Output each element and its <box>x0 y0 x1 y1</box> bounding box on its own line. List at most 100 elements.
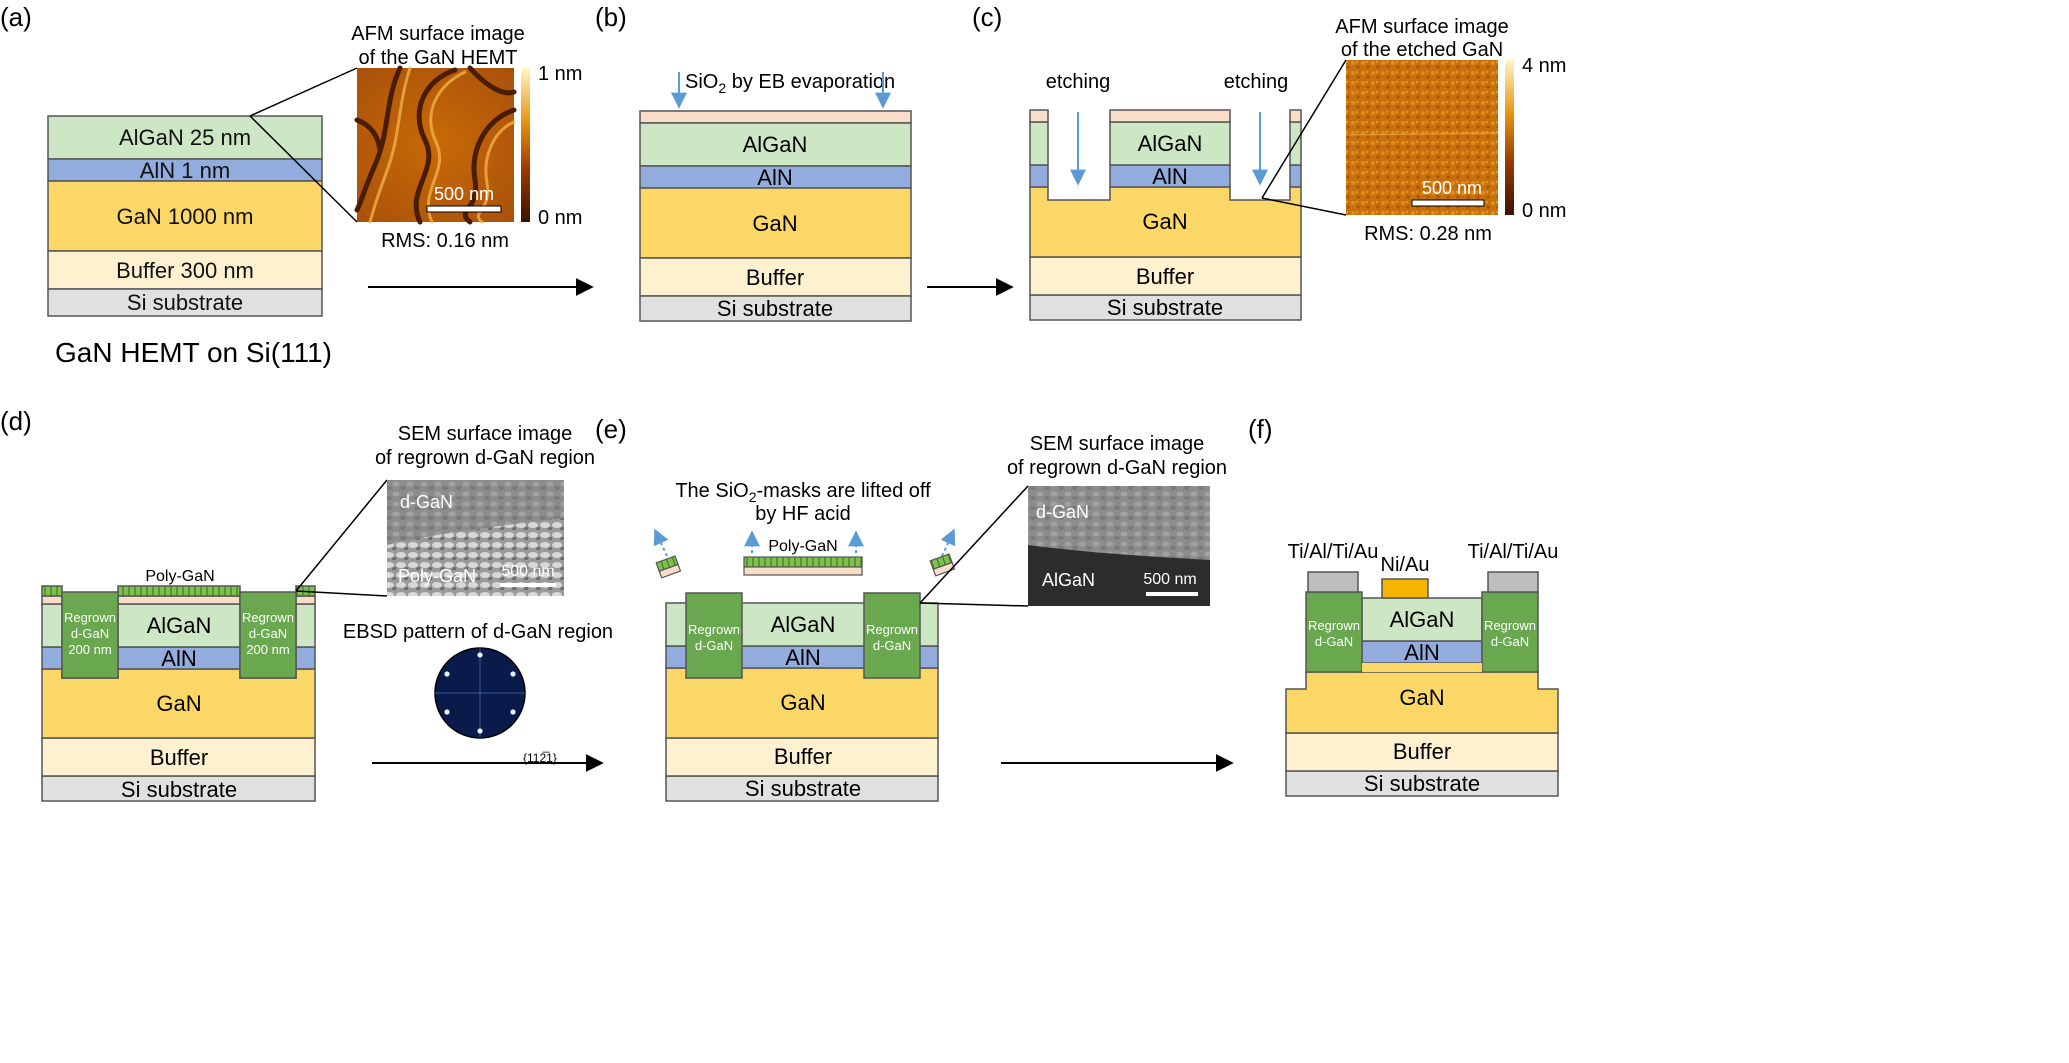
f-regrown-right <box>1481 591 1539 673</box>
panel-a-letter: (a) <box>0 2 32 32</box>
c-zoom-line-top <box>1261 59 1347 199</box>
a-colorbar-max: 1 nm <box>538 63 582 85</box>
b-buffer-label: Buffer <box>746 265 804 290</box>
e-poly-label: Poly-GaN <box>768 538 837 555</box>
d-sem-scalebar-label: 500 nm <box>501 563 554 580</box>
f-regrown-left <box>1305 591 1363 673</box>
c-etch-left-label: etching <box>1046 71 1111 93</box>
e-zoom-line-top <box>919 485 1029 604</box>
c-afm-image: 500 nm <box>1345 60 1499 215</box>
f-gan-label: GaN <box>1399 685 1444 710</box>
e-regrown-right-2: d-GaN <box>873 638 911 653</box>
d-sem-title-2: of regrown d-GaN region <box>375 447 595 469</box>
a-gan-layer <box>47 180 323 252</box>
c-si-layer <box>1029 294 1302 321</box>
e-lift-arrow-right <box>940 528 956 557</box>
a-zoom-line-top <box>249 67 358 117</box>
c-afm-scalebar-label: 500 nm <box>1422 178 1482 198</box>
d-aln-left <box>41 646 63 670</box>
c-sio2-right <box>1289 109 1302 123</box>
f-gate-contact <box>1381 578 1429 599</box>
b-si-layer <box>639 295 912 322</box>
a-aln-label: AlN 1 nm <box>140 158 230 183</box>
f-si-label: Si substrate <box>1364 771 1480 796</box>
a-colorbar-min: 0 nm <box>538 207 582 229</box>
b-sio2-layer <box>639 110 912 124</box>
d-algan-left <box>41 603 63 648</box>
d-poly-left <box>41 585 63 597</box>
f-drain-label: Ti/Al/Ti/Au <box>1468 541 1559 563</box>
f-source-label: Ti/Al/Ti/Au <box>1288 541 1379 563</box>
e-regrown-left-1: Regrown <box>688 622 740 637</box>
d-regrown-left-2: d-GaN <box>71 626 109 641</box>
d-zoom-line-bottom <box>295 590 388 597</box>
panel-e: (e) Regrown d-GaN Regrown d-GaN AlGaN Al… <box>595 414 1234 802</box>
d-ebsd-pattern <box>434 647 526 739</box>
e-sem-bottom-label: AlGaN <box>1042 570 1095 590</box>
c-aln-label: AlN <box>1152 164 1187 189</box>
e-lifted-mask-center <box>743 556 863 576</box>
f-regrown-left-2: d-GaN <box>1315 634 1353 649</box>
e-algan-label: AlGaN <box>771 612 836 637</box>
d-buffer-label: Buffer <box>150 745 208 770</box>
a-algan-label: AlGaN 25 nm <box>119 125 251 150</box>
c-aln-left <box>1029 164 1049 188</box>
d-sem-bottom-label: Poly-GaN <box>398 566 476 586</box>
panel-d: (d) Regrown d-GaN 200 nm Regrown d-G <box>0 406 613 802</box>
f-gate-label: Ni/Au <box>1381 554 1430 576</box>
c-gan-layer <box>1029 186 1302 258</box>
c-zoom-line-bottom <box>1261 197 1347 216</box>
c-gan-label: GaN <box>1142 209 1187 234</box>
e-zoom-line-bottom <box>919 602 1029 607</box>
e-sem-scalebar-label: 500 nm <box>1143 571 1196 588</box>
d-si-label: Si substrate <box>121 777 237 802</box>
f-si-layer <box>1285 770 1559 797</box>
c-algan-label: AlGaN <box>1138 131 1203 156</box>
c-aln-right <box>1289 164 1302 188</box>
f-source-contact <box>1307 571 1359 593</box>
f-gan-layer <box>1285 671 1559 734</box>
a-afm-image: 500 nm <box>354 65 517 225</box>
d-sem-scalebar <box>500 583 556 587</box>
d-sem-title-1: SEM surface image <box>398 423 573 445</box>
a-buffer-layer <box>47 250 323 290</box>
b-si-label: Si substrate <box>717 296 833 321</box>
c-afm-title-2: of the etched GaN <box>1341 39 1503 61</box>
d-algan-right <box>295 603 316 648</box>
d-ebsd-title: EBSD pattern of d-GaN region <box>343 621 613 643</box>
c-sio2-mid <box>1109 109 1231 123</box>
a-rms: RMS: 0.16 nm <box>381 230 509 252</box>
e-sem-title-2: of regrown d-GaN region <box>1007 457 1227 479</box>
e-sem-top-label: d-GaN <box>1036 502 1089 522</box>
d-sem-image: d-GaN Poly-GaN 500 nm <box>387 480 564 596</box>
d-gan-label: GaN <box>156 691 201 716</box>
e-aln-label: AlN <box>785 645 820 670</box>
d-regrown-left-1: Regrown <box>64 610 116 625</box>
b-aln-label: AlN <box>757 165 792 190</box>
e-lifted-mask-right <box>929 553 956 577</box>
a-buffer-label: Buffer 300 nm <box>116 258 254 283</box>
a-caption: GaN HEMT on Si(111) <box>55 337 332 368</box>
a-zoom-line-bottom <box>249 115 358 223</box>
d-ebsd-index: {112̅1} <box>523 751 557 765</box>
panel-b-letter: (b) <box>595 2 627 32</box>
d-aln-right <box>295 646 316 670</box>
f-aln-label: AlN <box>1404 640 1439 665</box>
a-afm-scalebar-label: 500 nm <box>434 184 494 204</box>
d-aln-label: AlN <box>161 646 196 671</box>
b-algan-label: AlGaN <box>743 132 808 157</box>
e-lifted-mask-left <box>655 555 682 579</box>
a-gan-label: GaN 1000 nm <box>117 204 254 229</box>
panel-b: (b) AlGaN AlN GaN Buffer Si substrate Si… <box>595 2 1014 322</box>
b-buffer-layer <box>639 257 912 297</box>
c-algan-left <box>1029 121 1049 166</box>
e-regrown-left <box>685 592 743 679</box>
d-regrown-right-3: 200 nm <box>246 642 289 657</box>
e-regrown-right <box>863 592 921 679</box>
a-algan-layer <box>47 115 323 160</box>
a-afm-title-1: AFM surface image <box>351 23 524 45</box>
d-regrown-right-1: Regrown <box>242 610 294 625</box>
e-lift-arrow-left <box>653 528 669 557</box>
panel-c-letter: (c) <box>972 2 1002 32</box>
